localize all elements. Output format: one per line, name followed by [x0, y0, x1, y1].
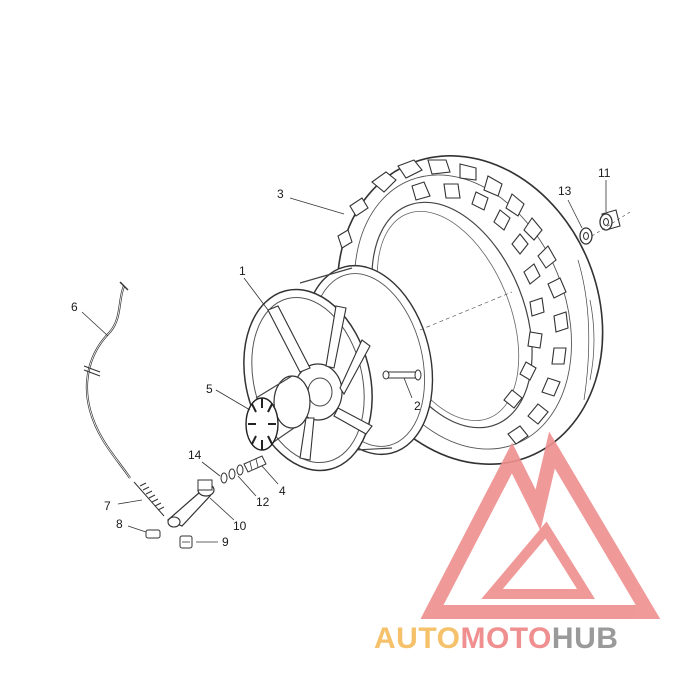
watermark-part-auto: AUTO — [374, 622, 460, 655]
callout-8: 8 — [116, 517, 123, 531]
screw — [179, 535, 193, 549]
callout-6: 6 — [71, 300, 78, 314]
brake-lever — [166, 479, 215, 528]
callout-1: 1 — [239, 264, 246, 278]
callout-5: 5 — [206, 382, 213, 396]
callout-11: 11 — [598, 166, 611, 180]
callout-9: 9 — [222, 535, 229, 549]
watermark-part-moto: MOTO — [460, 622, 551, 655]
callout-7: 7 — [104, 499, 111, 513]
bearing-drum — [245, 375, 311, 451]
callout-10: 10 — [233, 519, 247, 533]
tread-pattern — [337, 159, 569, 445]
svg-text:AUTOMOTOHUB: AUTOMOTOHUB — [374, 622, 618, 655]
brake-cam-shaft — [220, 455, 267, 484]
bush-bearing — [599, 209, 621, 231]
watermark-part-hub: HUB — [552, 622, 619, 655]
callout-labels: 1 2 3 4 5 6 7 8 9 10 11 12 13 14 — [71, 166, 611, 549]
pin — [145, 529, 161, 539]
spacer-ring — [579, 227, 593, 245]
callout-14: 14 — [188, 448, 202, 462]
callout-12: 12 — [256, 495, 270, 509]
cable-spring — [133, 481, 165, 517]
watermark-text: AUTOMOTOHUB — [374, 622, 618, 655]
leader-lines — [81, 180, 607, 543]
brake-cable — [83, 281, 131, 479]
callout-13: 13 — [558, 184, 572, 198]
watermark-logo — [420, 431, 661, 619]
callout-3: 3 — [277, 187, 284, 201]
callout-2: 2 — [414, 399, 421, 413]
rim-bolt — [382, 369, 422, 381]
callout-4: 4 — [279, 484, 286, 498]
